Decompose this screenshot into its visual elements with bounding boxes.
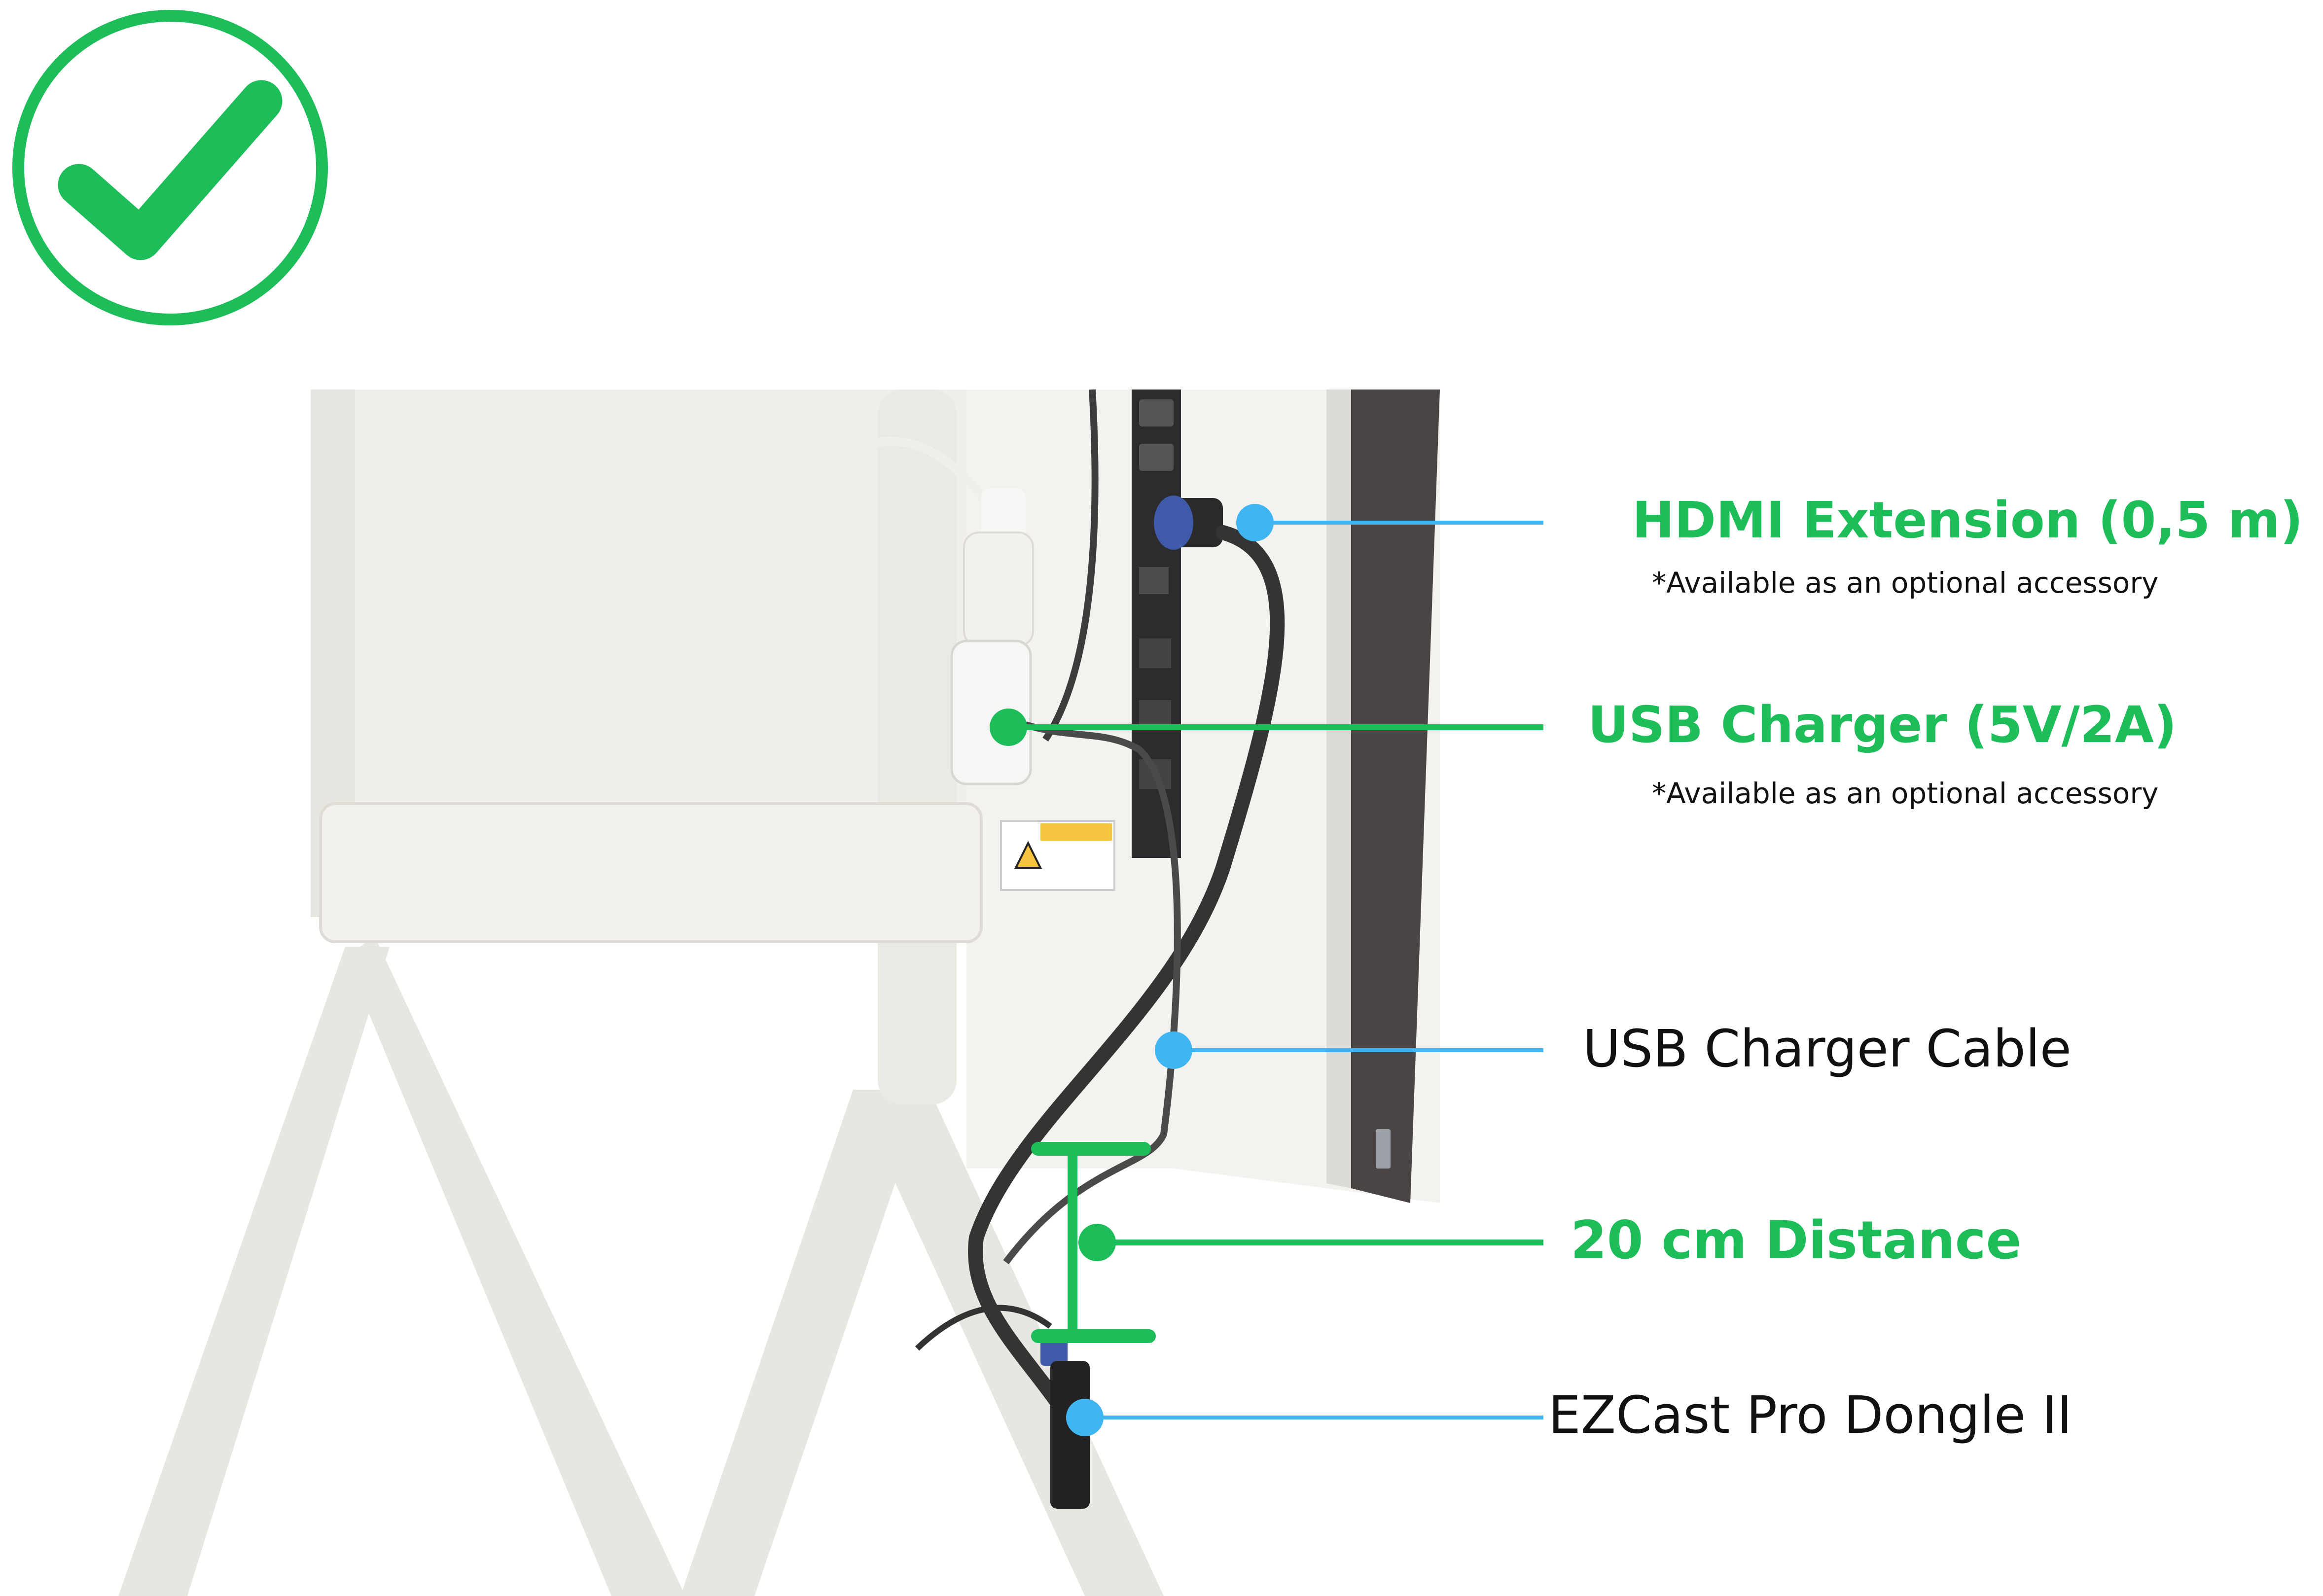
check-circle-icon [12,10,328,325]
stand-legs [118,937,1164,1596]
stand-vertical-post [878,390,957,1104]
hdmi-extension-label: HDMI Extension (0,5 m) [1632,491,2303,550]
leader-line-distance [1078,1224,1543,1261]
hdmi-extension-note: *Available as an optional accessory [1652,566,2159,600]
usb-charger-note: *Available as an optional accessory [1652,777,2159,810]
zip-tie [915,1305,1052,1351]
warning-label [1000,820,1115,891]
usb-charger-label: USB Charger (5V/2A) [1588,696,2177,754]
leader-line-usb-charger [990,709,1543,746]
distance-label: 20 cm Distance [1571,1210,2022,1271]
hdmi-port-icon [1139,399,1174,426]
power-cable-dark [1042,389,1099,742]
leader-line-usb-charger-cable [1155,1031,1543,1069]
usb-charger-cable-label: USB Charger Cable [1583,1019,2072,1079]
hdmi-extension-plug [1154,496,1223,550]
hdmi-extension-cable [968,525,1285,1437]
dongle-label: EZCast Pro Dongle II [1548,1385,2073,1445]
ezcast-dongle [1040,1336,1090,1509]
usb-port-icon [1376,1129,1391,1169]
leader-line-dongle [1066,1399,1543,1436]
usb-charger-device [950,639,1032,785]
power-plug [963,488,1034,647]
ethernet-port-icon [1139,638,1171,668]
port-panel [1132,390,1181,858]
leader-line-hdmi-extension [1236,504,1543,541]
power-cable [361,407,990,653]
usb-charger-cable-line [1003,721,1181,1265]
stand-horizontal-band [319,802,983,943]
caution-triangle-icon [1014,841,1042,869]
distance-bracket [1031,1142,1156,1343]
hdmi-port-icon [1139,444,1174,471]
usb-port-icon [1139,567,1169,594]
display-screen [966,390,1440,1203]
